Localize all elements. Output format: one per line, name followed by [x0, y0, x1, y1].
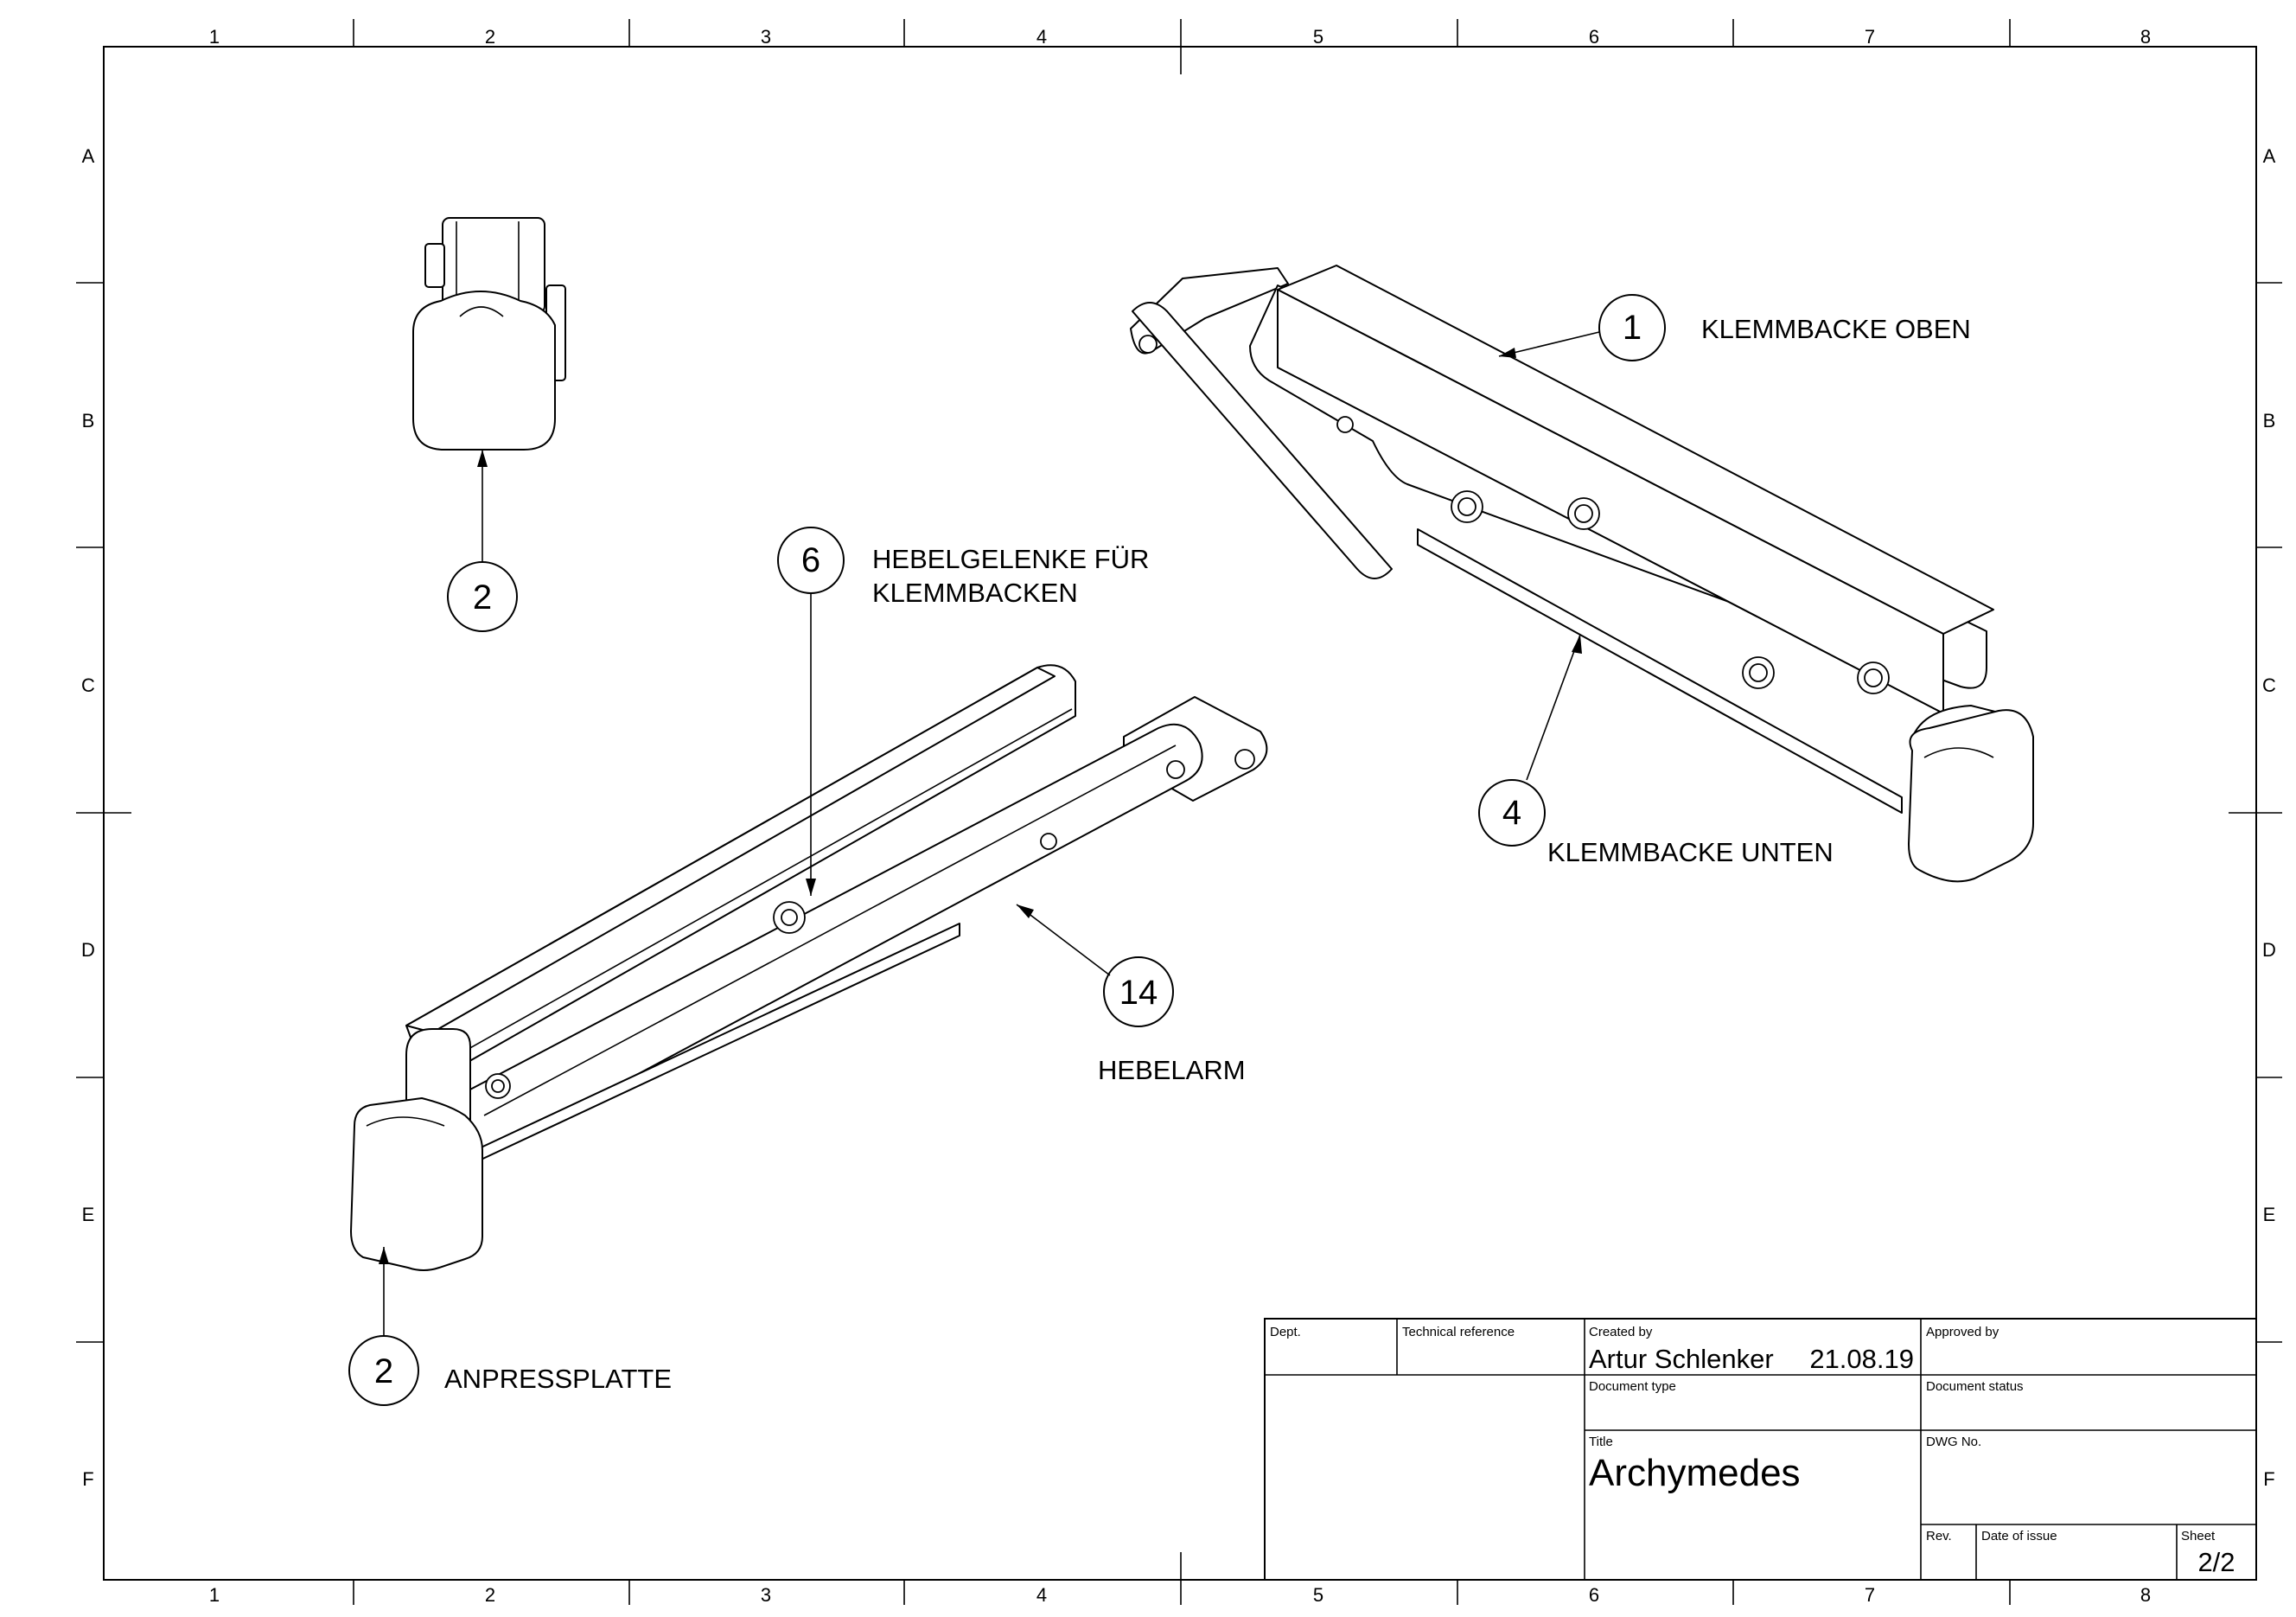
row-label-left-a: A [82, 145, 95, 167]
created-by-label: Created by [1589, 1325, 1653, 1339]
sheet-label: Sheet [2181, 1529, 2216, 1544]
col-label-top-7: 7 [1865, 26, 1875, 48]
row-label-right-d: D [2262, 939, 2276, 961]
callout-14-label: HEBELARM [1098, 1055, 1246, 1085]
callout-14: 14 HEBELARM [1016, 904, 1246, 1085]
col-label-bottom-5: 5 [1313, 1584, 1323, 1606]
col-label-bottom-3: 3 [761, 1584, 771, 1606]
side-view-small [412, 217, 566, 451]
callout-6-label-line2: KLEMMBACKEN [872, 578, 1078, 608]
col-label-top-2: 2 [485, 26, 495, 48]
col-label-top-4: 4 [1036, 26, 1047, 48]
doc-status-label: Document status [1926, 1379, 2024, 1394]
callout-4-number: 4 [1502, 794, 1521, 832]
row-label-left-f: F [82, 1468, 93, 1490]
row-label-left-b: B [82, 410, 95, 431]
callout-6-label-line1: HEBELGELENKE FÜR [872, 544, 1149, 574]
col-label-top-6: 6 [1589, 26, 1599, 48]
title-label: Title [1589, 1435, 1613, 1449]
callout-6-number: 6 [801, 541, 820, 579]
callout-1-label: KLEMMBACKE OBEN [1701, 314, 1971, 344]
tech-ref-label: Technical reference [1402, 1325, 1515, 1339]
col-label-bottom-4: 4 [1036, 1584, 1047, 1606]
callout-1: 1 KLEMMBACKE OBEN [1498, 294, 1971, 361]
callout-2-top: 2 [447, 450, 518, 632]
callout-2-top-number: 2 [473, 578, 492, 617]
col-label-top-1: 1 [209, 26, 220, 48]
title-value: Archymedes [1589, 1452, 1801, 1494]
col-label-bottom-8: 8 [2140, 1584, 2151, 1606]
created-by-value: Artur Schlenker [1589, 1344, 1774, 1374]
approved-by-label: Approved by [1926, 1325, 1999, 1339]
col-label-bottom-2: 2 [485, 1584, 495, 1606]
row-label-right-b: B [2263, 410, 2276, 431]
dwg-no-label: DWG No. [1926, 1435, 1981, 1449]
date-issue-label: Date of issue [1981, 1529, 2057, 1544]
row-label-left-e: E [82, 1204, 95, 1225]
row-label-right-c: C [2262, 674, 2276, 696]
callout-14-number: 14 [1119, 974, 1158, 1012]
row-label-left-d: D [81, 939, 95, 961]
callout-4-label: KLEMMBACKE UNTEN [1547, 837, 1834, 867]
row-label-left-c: C [81, 674, 95, 696]
lever-arm-assembly [350, 664, 1268, 1271]
col-label-top-5: 5 [1313, 26, 1323, 48]
col-label-bottom-1: 1 [209, 1584, 220, 1606]
title-block: Dept. Technical reference Created by Art… [1264, 1318, 2257, 1581]
created-date-value: 21.08.19 [1809, 1344, 1914, 1374]
callout-4: 4 KLEMMBACKE UNTEN [1478, 634, 1834, 867]
row-label-right-e: E [2263, 1204, 2276, 1225]
rev-label: Rev. [1926, 1529, 1952, 1544]
zone-ticks [76, 19, 2282, 1605]
col-label-bottom-6: 6 [1589, 1584, 1599, 1606]
col-label-bottom-7: 7 [1865, 1584, 1875, 1606]
col-label-top-8: 8 [2140, 26, 2151, 48]
clamp-jaw-assembly [1130, 265, 2034, 883]
callout-2-bottom: 2 ANPRESSPLATTE [348, 1247, 672, 1406]
callout-1-number: 1 [1623, 309, 1642, 347]
row-label-right-f: F [2263, 1468, 2274, 1490]
callout-2-bottom-label: ANPRESSPLATTE [444, 1364, 672, 1394]
callout-6: 6 HEBELGELENKE FÜR KLEMMBACKEN [777, 527, 1149, 896]
callout-2-bottom-number: 2 [374, 1352, 393, 1390]
row-label-right-a: A [2263, 145, 2276, 167]
doc-type-label: Document type [1589, 1379, 1676, 1394]
col-label-top-3: 3 [761, 26, 771, 48]
sheet-value: 2/2 [2197, 1547, 2235, 1577]
dept-label: Dept. [1270, 1325, 1301, 1339]
